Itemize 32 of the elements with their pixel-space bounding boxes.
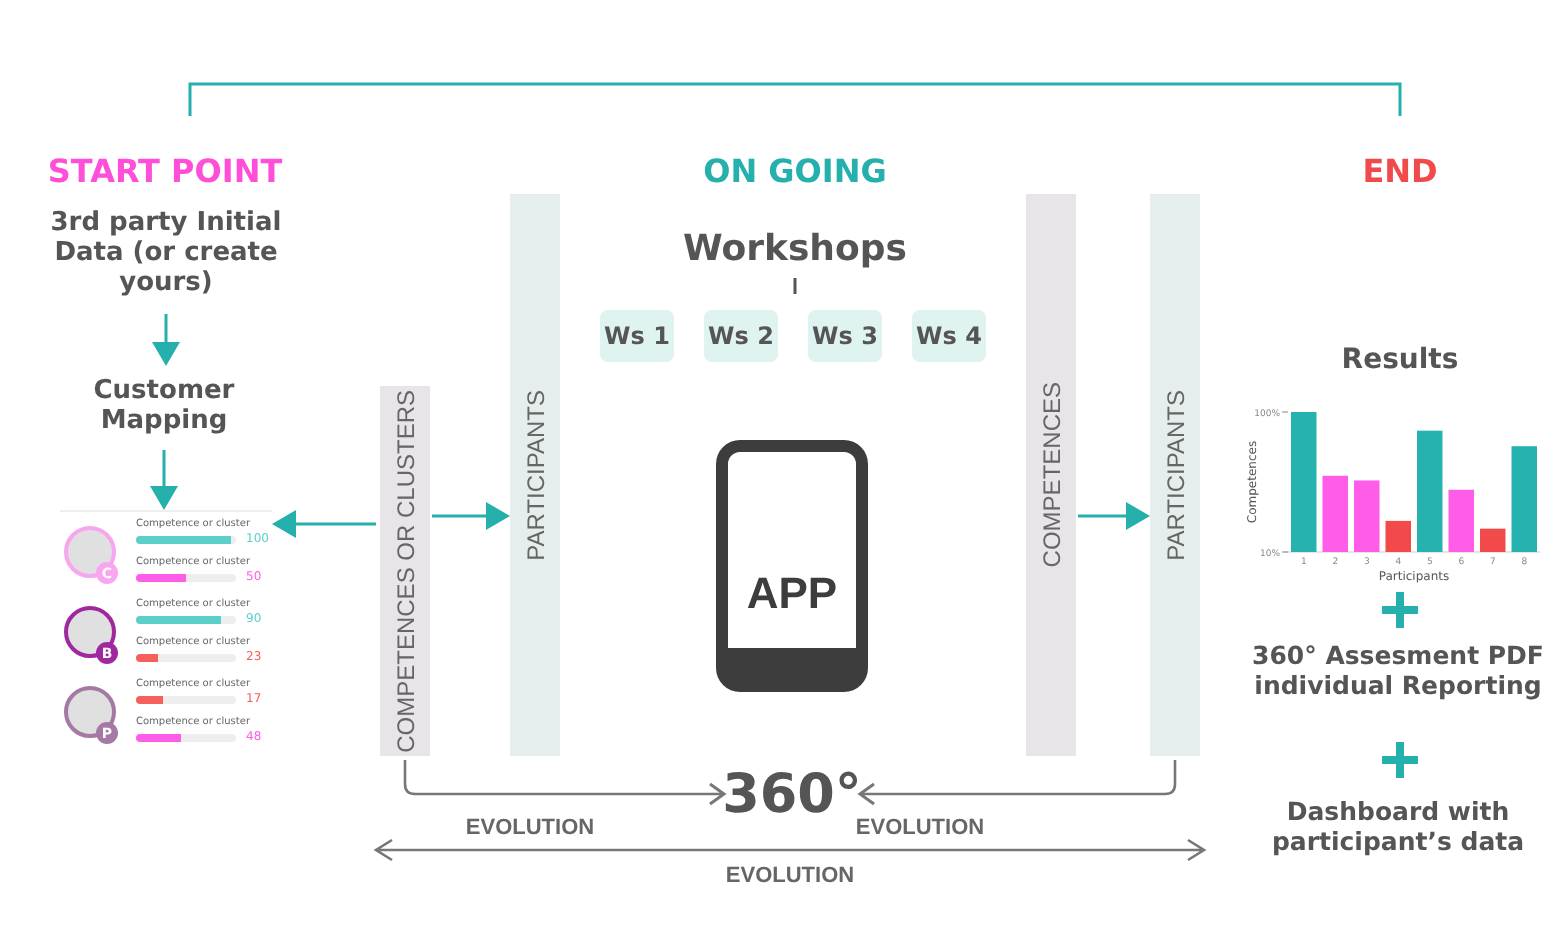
results-label: Results bbox=[1339, 344, 1461, 376]
band-label: COMPETENCES bbox=[1037, 382, 1065, 568]
workshop-tag: Ws 2 bbox=[704, 310, 778, 362]
step-label: Customer Mapping bbox=[60, 366, 268, 446]
category-band bbox=[380, 386, 430, 756]
arrow-label: EVOLUTION bbox=[723, 864, 857, 888]
band-label: PARTICIPANTS bbox=[521, 389, 549, 561]
arrow bbox=[858, 760, 1177, 806]
workshop-tag: Ws 1 bbox=[600, 310, 674, 362]
section-heading: END bbox=[1360, 152, 1440, 190]
output-label: 360° Assesment PDF individual Reporting bbox=[1250, 640, 1546, 700]
arrow bbox=[1078, 502, 1150, 530]
category-band bbox=[1026, 194, 1076, 756]
arrow bbox=[403, 760, 726, 806]
workshop-tag: Ws 3 bbox=[808, 310, 882, 362]
band-label: PARTICIPANTS bbox=[1161, 389, 1189, 561]
arrow bbox=[150, 450, 178, 510]
step-label: 3rd party Initial Data (or create yours) bbox=[44, 194, 288, 310]
arrow bbox=[272, 510, 376, 538]
workshop-tag: Ws 4 bbox=[912, 310, 986, 362]
connector-line bbox=[793, 278, 797, 294]
section-heading: Workshops bbox=[670, 220, 920, 276]
category-band bbox=[510, 194, 560, 756]
category-band bbox=[1150, 194, 1200, 756]
section-heading: ON GOING bbox=[701, 152, 889, 190]
section-heading: START POINT bbox=[45, 152, 285, 190]
arrow bbox=[152, 314, 180, 366]
phone-drawing bbox=[716, 440, 868, 692]
output-label: Dashboard with participant’s data bbox=[1269, 796, 1527, 856]
app-label: APP bbox=[744, 568, 840, 620]
band-label: COMPETENCES OR CLUSTERS bbox=[391, 389, 419, 753]
arrow bbox=[432, 502, 510, 530]
